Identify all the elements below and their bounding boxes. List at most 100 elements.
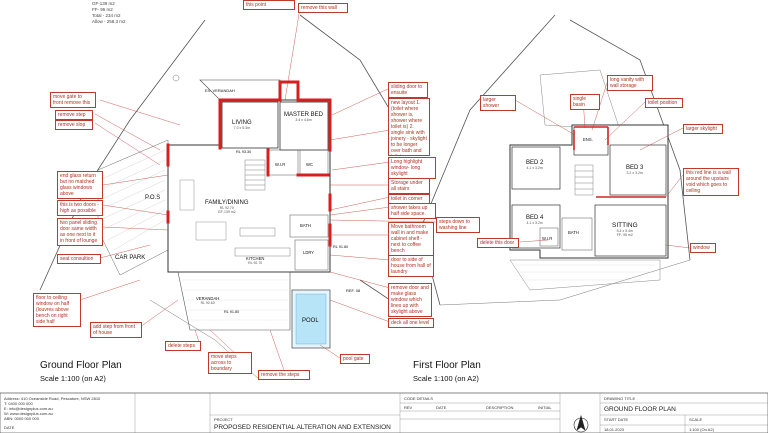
ff-plan-title: First Floor Plan bbox=[413, 360, 481, 371]
area-ff: FF- 95 m2 bbox=[92, 7, 113, 12]
room-family-area: GF-139 m2 bbox=[217, 210, 236, 214]
room-sitting-area: FF- 95 m2 bbox=[616, 233, 633, 237]
note-new-layout: new layout 1. (toilet where shower is, s… bbox=[388, 98, 430, 156]
ff-stairs bbox=[574, 164, 594, 196]
note-two-panel: two panel sliding door same width as one… bbox=[57, 218, 103, 246]
ff-wir bbox=[539, 227, 559, 247]
gf-north-arrow bbox=[172, 74, 180, 82]
room-ldry: LDRY bbox=[303, 250, 315, 255]
note-move-bathroom: Move bathroom wall in and make cabinet s… bbox=[388, 222, 434, 256]
note-delete-door: delete this door bbox=[477, 238, 519, 248]
room-family-label: FAMILY/DINING bbox=[205, 200, 249, 206]
ff-note-leaders bbox=[514, 79, 691, 249]
gf-lower-verandah bbox=[177, 271, 291, 331]
ff-bed2 bbox=[511, 146, 561, 190]
gf-pool-water bbox=[295, 293, 327, 345]
room-bed2-label: BED 2 bbox=[526, 160, 544, 166]
note-seat: seat consultion bbox=[57, 254, 101, 264]
tb-drawing-title: GROUND FLOOR PLAN bbox=[604, 406, 676, 413]
tb-scale: 1:100 (On A2) bbox=[689, 427, 714, 432]
gf-plan-scale: Scale 1:100 (on A2) bbox=[40, 374, 106, 383]
gf-bath bbox=[289, 214, 329, 238]
gf-island bbox=[239, 227, 276, 237]
ff-site-boundary-3 bbox=[439, 259, 691, 306]
title-block-frame bbox=[0, 392, 768, 433]
ff-roof-lower bbox=[509, 259, 661, 291]
note-storage: Storage under all stairs bbox=[388, 178, 430, 194]
ff-sitting bbox=[594, 204, 667, 257]
tb-email: E: info@designplus.com.au bbox=[4, 406, 53, 411]
ff-main-outline bbox=[509, 124, 669, 259]
tb-address: Address: 410 Oceanside Road, Pescatore, … bbox=[4, 396, 101, 401]
gf-stairs bbox=[244, 159, 266, 191]
tb-start-date: 18.01.2023 bbox=[604, 427, 625, 432]
area-allow: Allow - 258.3 m2 bbox=[92, 19, 126, 24]
room-living: LIVING 7.0 x 5.3m bbox=[232, 120, 252, 130]
note-single-basin: single basin bbox=[570, 94, 600, 110]
note-pool-gate: pool gate bbox=[340, 354, 370, 364]
gf-site-boundary-2 bbox=[299, 14, 391, 111]
tb-company-details: Address: 410 Oceanside Road, Pescatore, … bbox=[4, 396, 100, 421]
room-ens: ENS. bbox=[583, 137, 593, 142]
room-sitting-label: SITTING bbox=[612, 222, 638, 229]
note-floor-ceiling: floor to ceiling window on half (louvres… bbox=[33, 293, 81, 327]
ff-plan-scale: Scale 1:100 (on A2) bbox=[413, 374, 479, 383]
note-steps-down: steps down to washing line bbox=[436, 217, 480, 233]
room-kitchen-label: KITCHEN bbox=[246, 256, 265, 261]
label-carpark: CAR PARK bbox=[115, 255, 146, 261]
ref-label: REF. 08 bbox=[346, 288, 361, 293]
rl-pool: RL 91.80 bbox=[333, 245, 349, 249]
room-kitchen: KITCHEN RL 92.70 bbox=[246, 256, 264, 265]
room-bed2: BED 2 4.1 x 3.2m bbox=[526, 160, 543, 170]
note-add-step: add step from front of house bbox=[90, 322, 142, 338]
tb-project-label: PROJECT bbox=[214, 417, 233, 422]
gf-kitchen-bench bbox=[234, 247, 291, 257]
room-bed3-dim: 3.2 x 3.2m bbox=[626, 171, 643, 175]
tb-scale-label: SCALE bbox=[689, 417, 703, 422]
note-end-glass: end glass return but no matched glass wi… bbox=[57, 171, 103, 199]
room-master-label: MASTER BED bbox=[284, 112, 324, 118]
room-living-label: LIVING bbox=[232, 120, 252, 126]
room-wir: W.I.R bbox=[275, 162, 286, 167]
tb-code-label: CODE DETAILS bbox=[404, 396, 434, 401]
note-remove-door: remove door and make glass window which … bbox=[388, 283, 432, 317]
gf-verandah-hatch bbox=[182, 279, 288, 321]
note-door-side: door to side of house from hall of laund… bbox=[388, 255, 434, 277]
room-family-rl: RL 92.70 bbox=[219, 206, 234, 210]
room-kitchen-rl: RL 92.70 bbox=[248, 261, 263, 265]
note-two-door: this is two doors - high as possible bbox=[57, 200, 103, 216]
ff-bed4 bbox=[511, 204, 561, 249]
room-family-dining: FAMILY/DINING RL 92.70 GF-139 m2 bbox=[205, 200, 249, 214]
tb-description: DESCRIPTION bbox=[486, 405, 514, 410]
ff-roof-hatch bbox=[515, 264, 655, 281]
area-gf: GF-139 m2 bbox=[92, 1, 115, 6]
room-bed4-label: BED 4 bbox=[526, 215, 544, 221]
note-sliding-door: sliding door to ensuite bbox=[388, 82, 428, 98]
note-long-vanity: long vanity with wall storage bbox=[607, 75, 653, 91]
note-remove-steps: remove the steps bbox=[258, 370, 310, 380]
room-verandah-low: VERANDAH RL 92.60 bbox=[196, 296, 219, 305]
tb-drawing-label: DRAWING TITLE bbox=[604, 396, 636, 401]
title-north-arrow bbox=[573, 414, 589, 433]
tb-start-date-label: START DATE bbox=[604, 417, 629, 422]
rl-low: RL 91.80 bbox=[224, 310, 240, 314]
note-deck: deck all one level bbox=[388, 318, 434, 328]
gf-red-walls bbox=[166, 80, 332, 247]
room-master-dim: 3.4 x 4.6m bbox=[295, 118, 312, 122]
room-bath: BATH bbox=[300, 223, 311, 228]
note-long-highlight: Long highlight window- long skylight bbox=[388, 157, 436, 179]
tb-phone: T: 0400 000 000 bbox=[4, 401, 33, 406]
gf-sofa bbox=[179, 179, 195, 211]
room-sitting-dim: 5.4 x 5.4m bbox=[616, 229, 633, 233]
gf-dining-table bbox=[195, 221, 227, 241]
ff-bath bbox=[561, 217, 593, 251]
rl-living: RL 93.30 bbox=[236, 150, 252, 154]
note-shower: shower takes up half side space. bbox=[388, 203, 436, 219]
tb-project: PROPOSED RESIDENTIAL ALTERATION AND EXTE… bbox=[214, 424, 391, 431]
tb-abn: ABN: 0000 000 000 bbox=[4, 416, 39, 421]
title-block-grid bbox=[134, 393, 768, 433]
label-pos: P.O.S bbox=[145, 195, 161, 201]
note-toilet-position: toilet position bbox=[645, 98, 683, 108]
